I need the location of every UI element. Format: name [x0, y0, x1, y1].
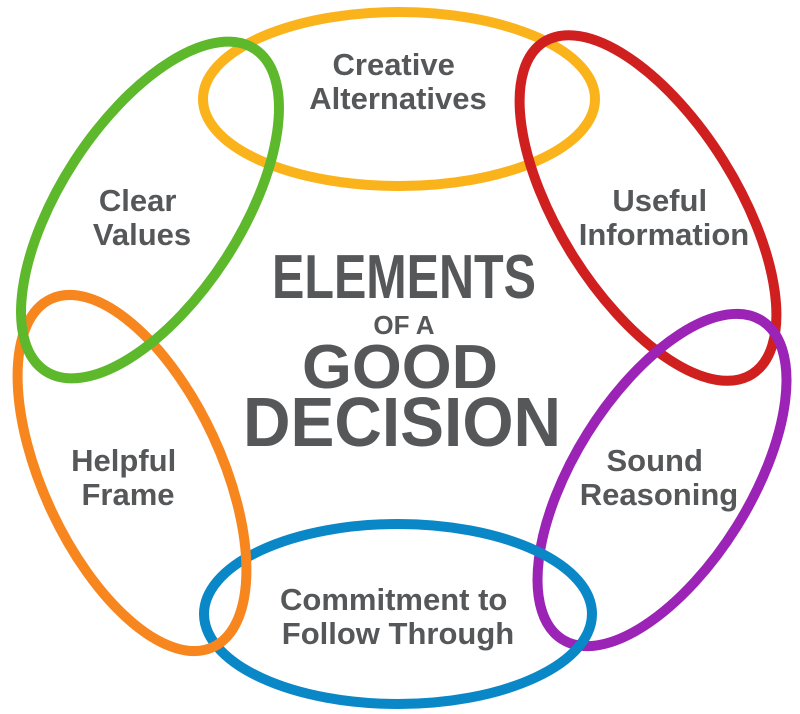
ellipse-helpful-frame [12, 289, 252, 657]
center-title-elements: ELEMENTS [272, 243, 536, 312]
label-sound-reasoning: Sound Reasoning [580, 443, 738, 512]
label-commitment: Commitment to Follow Through [280, 582, 516, 651]
ellipse-creative-alternatives [198, 7, 600, 191]
label-helpful-frame: Helpful Frame [71, 443, 185, 512]
center-title-good: GOOD [302, 333, 498, 402]
center-title-of-a: OF A [373, 310, 434, 340]
ellipse-sound-reasoning [532, 308, 792, 652]
ellipse-commitment [199, 519, 597, 709]
label-useful-information: Useful Information [579, 183, 750, 252]
ellipse-useful-information [514, 30, 782, 386]
ellipse-clear-values [16, 36, 284, 384]
label-creative-alternatives: Creative Alternatives [309, 47, 486, 116]
center-title-decision: DECISION [243, 383, 561, 461]
label-clear-values: Clear Values [93, 183, 191, 252]
